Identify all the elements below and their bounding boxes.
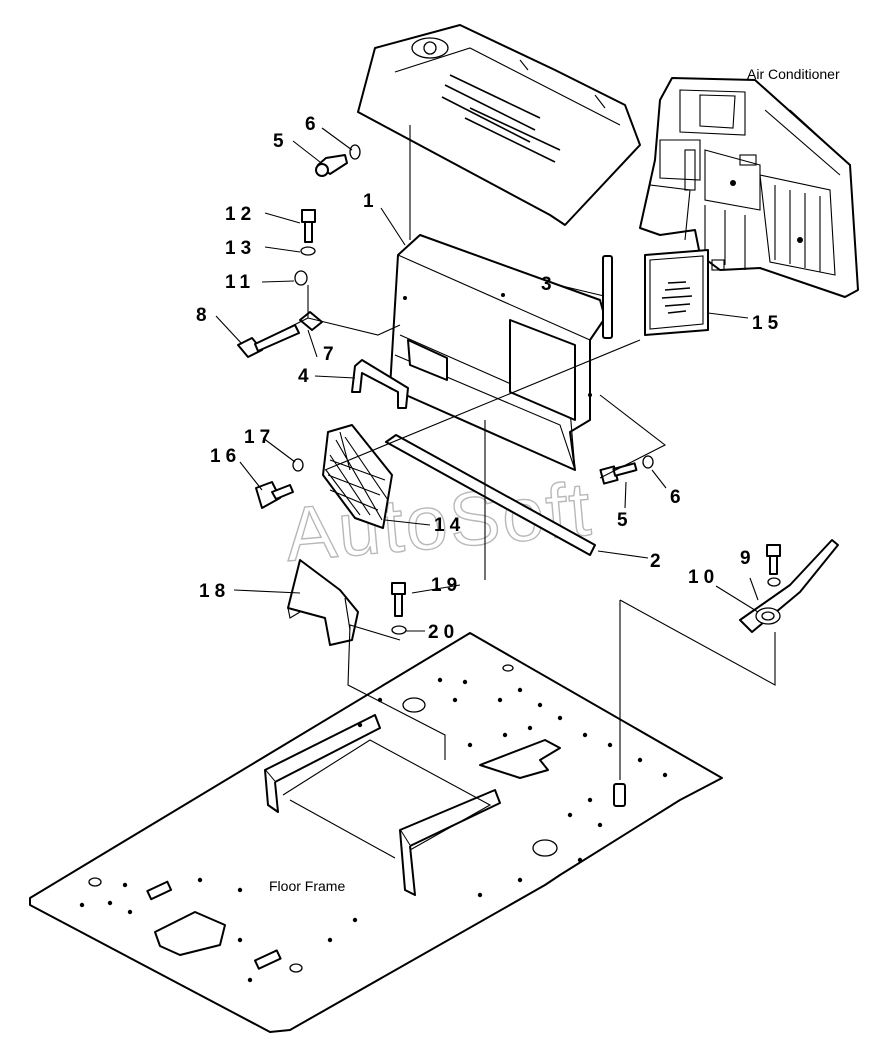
leader-lines: [215, 127, 759, 632]
clip-11: [294, 270, 308, 286]
callout-1: 1: [363, 191, 379, 212]
filter-panel: [644, 249, 709, 336]
bolt-19: [391, 582, 406, 617]
duct-cover: [357, 24, 641, 226]
floor-frame-plate: [29, 632, 723, 1033]
washer-17: [292, 458, 304, 472]
callout-13: 13: [225, 238, 256, 259]
caption-floor-frame: Floor Frame: [269, 878, 345, 894]
callout-14: 14: [434, 515, 465, 536]
callout-5-right: 5: [617, 510, 633, 531]
bolt-8: [237, 324, 300, 358]
callout-8: 8: [196, 305, 212, 326]
callout-19: 19: [431, 575, 462, 596]
washer-6-right: [642, 455, 654, 469]
washer-13: [300, 246, 316, 256]
callout-11: 11: [225, 272, 255, 293]
callout-18: 18: [199, 581, 230, 602]
callout-10: 10: [688, 567, 719, 588]
air-conditioner-unit: [639, 77, 859, 298]
wing-bolt-16: [255, 481, 294, 509]
callout-2: 2: [650, 551, 666, 572]
seal: [351, 359, 409, 409]
callout-7: 7: [323, 344, 339, 365]
callout-5-top: 5: [273, 131, 289, 152]
callout-4: 4: [298, 366, 314, 387]
callout-9: 9: [740, 548, 756, 569]
callout-16: 16: [210, 446, 241, 467]
horizontal-bar: [385, 434, 596, 556]
callout-3: 3: [541, 274, 557, 295]
bolt-12: [301, 209, 316, 243]
grille: [322, 424, 393, 529]
callout-6-top: 6: [305, 114, 321, 135]
callout-12: 12: [225, 204, 256, 225]
bolt-9: [766, 544, 781, 587]
callout-17: 17: [244, 427, 275, 448]
caption-air-conditioner: Air Conditioner: [747, 66, 840, 82]
callout-20: 20: [428, 622, 459, 643]
callout-6-right: 6: [670, 487, 686, 508]
side-bracket: [287, 559, 359, 646]
washer-20: [391, 625, 407, 635]
bolt-5-right: [599, 462, 638, 485]
bolt-5-top: [315, 154, 348, 177]
callout-15: 15: [752, 313, 783, 334]
washer-6-top: [349, 144, 361, 160]
vertical-strip: [602, 255, 613, 339]
main-panel: [389, 234, 606, 471]
hose-assembly: [739, 539, 839, 633]
assembly-lines: [259, 125, 776, 780]
bracket-7: [299, 311, 323, 331]
